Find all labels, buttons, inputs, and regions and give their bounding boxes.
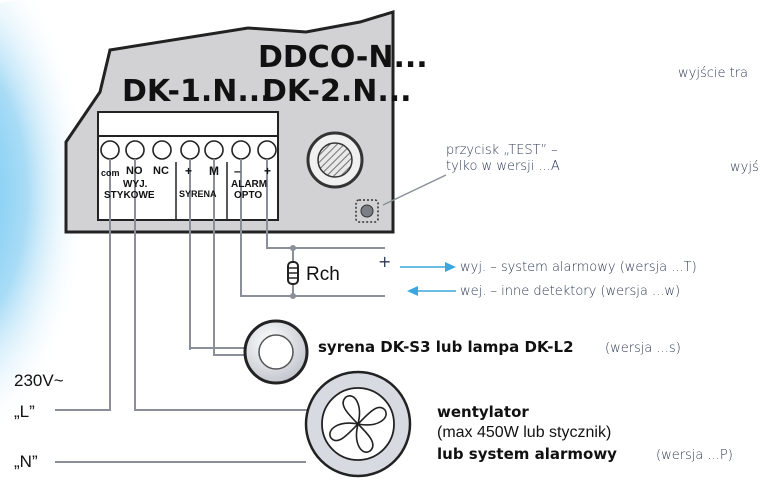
model-ddco: DDCO-N... xyxy=(258,40,428,75)
terminal-label-siren-plus: + xyxy=(185,164,193,178)
resistor-label: Rch xyxy=(306,264,340,285)
terminal-label-nc: NC xyxy=(153,165,169,177)
supply-line-n: „N” xyxy=(14,452,38,471)
terminal-com xyxy=(100,140,120,160)
fan-blades-icon xyxy=(329,395,387,453)
alarm-output-label: wyj. – system alarmowy (wersja ...T) xyxy=(460,260,697,275)
detectors-input-label: wej. – inne detektory (wersja ...w) xyxy=(460,284,681,299)
housing-cut-line xyxy=(109,21,361,51)
terminal-screws xyxy=(100,140,277,160)
terminal-label-alarm-minus: – xyxy=(234,164,241,178)
group-label-siren: SYRENA xyxy=(179,189,217,199)
model-dk1: DK-1.N... xyxy=(122,74,272,109)
supply-voltage: 230V~ xyxy=(14,371,64,390)
sensor-window-inner xyxy=(317,142,353,178)
test-button-frame xyxy=(355,199,379,223)
group-label-contacts-2: STYKOWE xyxy=(104,190,155,201)
terminal-label-no: NO xyxy=(126,165,143,177)
siren-version: (wersja ...s) xyxy=(605,341,681,356)
test-button[interactable] xyxy=(360,204,374,218)
terminal-label-com: com xyxy=(101,168,120,178)
alarm-output-plus-sign: + xyxy=(378,252,392,271)
arrow-out xyxy=(400,262,456,272)
terminal-siren-plus xyxy=(180,140,200,160)
terminal-label-siren-m: M xyxy=(209,164,219,178)
terminal-block-top xyxy=(97,111,279,137)
fan-version: (wersja ...P) xyxy=(656,448,733,463)
terminal-no xyxy=(125,140,145,160)
terminal-label-alarm-plus: + xyxy=(264,164,272,178)
wires xyxy=(55,159,385,463)
terminal-nc xyxy=(152,140,172,160)
model-dk2: DK-2.N... xyxy=(262,74,412,109)
output-label-cut-top: wyjście tra xyxy=(678,66,749,81)
terminal-alarm-minus xyxy=(231,140,251,160)
fan-detail: (max 450W lub stycznik) xyxy=(437,424,612,441)
group-label-alarm-2: OPTO xyxy=(234,190,263,201)
test-button-pointer xyxy=(382,174,447,206)
supply-line-l: „L” xyxy=(14,402,35,421)
siren-label: syrena DK-S3 lub lampa DK-L2 xyxy=(318,338,574,356)
group-label-contacts-1: WYJ. xyxy=(123,179,148,190)
terminal-alarm-plus xyxy=(257,140,277,160)
group-label-alarm-1: ALARM xyxy=(231,179,268,190)
terminal-siren-m xyxy=(204,140,224,160)
test-button-label-1: przycisk „TEST” – xyxy=(446,143,558,158)
fan-label: wentylator xyxy=(437,403,529,421)
output-label-cut-mid: wyjś xyxy=(730,160,759,175)
test-button-label-2: tylko w wersji ...A xyxy=(446,159,560,174)
arrow-in xyxy=(407,286,456,296)
fan-label-2: lub system alarmowy xyxy=(437,445,617,463)
